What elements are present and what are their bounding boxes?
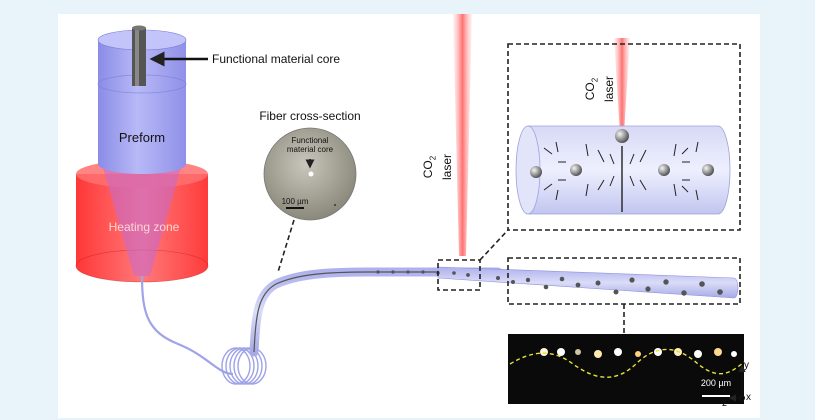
co2-laser-label: CO2 laser <box>421 147 455 187</box>
co2-laser-beam-inset <box>614 38 630 134</box>
zoom-inset-box <box>507 43 741 231</box>
co2-laser-inset-label: CO2 laser <box>583 69 617 109</box>
zoomed-fiber-tube <box>515 125 731 215</box>
micrograph-particles <box>540 348 737 358</box>
laser-spot-box <box>437 259 481 291</box>
laser-sub-text-inset: 2 <box>590 77 600 83</box>
zoom-connector <box>479 229 509 261</box>
fiber-cross-section-label: Fiber cross-section <box>259 109 361 123</box>
laser-co-text: CO <box>421 160 435 179</box>
figure-canvas: Functional material core Preform Heating… <box>58 14 760 418</box>
micrograph-inset <box>508 334 745 404</box>
axis-x-label: x <box>746 392 751 403</box>
fiber-particles <box>376 270 723 296</box>
laser-co-text-inset: CO <box>583 82 597 101</box>
drawn-fiber <box>140 266 739 385</box>
functional-core-label: Functional material core <box>212 52 341 66</box>
axis-z-label: z <box>722 398 727 409</box>
preform-label: Preform <box>118 130 166 145</box>
preform-cone <box>102 164 182 276</box>
laser-sub-text: 2 <box>428 155 438 161</box>
diagram-graphics <box>75 14 746 404</box>
scale-100-label: 100 µm <box>281 197 309 206</box>
laser-word-text-inset: laser <box>602 76 617 103</box>
scale-200-label: 200 µm <box>700 378 732 388</box>
laser-word-text: laser <box>440 154 455 181</box>
flow-field-arrows <box>543 141 699 201</box>
cross-section-core-label: Functional material core <box>287 136 333 154</box>
fiber-cross-section-disk <box>263 127 357 221</box>
co2-laser-beam <box>453 14 472 256</box>
axis-y-label: y <box>744 360 749 371</box>
axis-triad <box>728 364 746 402</box>
cs-core-line2: material core <box>286 145 334 154</box>
cross-section-connector <box>277 219 295 273</box>
cs-core-line1: Functional <box>291 136 329 145</box>
fiber-coil <box>221 347 267 385</box>
heating-zone-label: Heating zone <box>108 220 180 234</box>
preform-cylinder <box>97 25 187 174</box>
wave-dashed-line <box>509 348 745 378</box>
